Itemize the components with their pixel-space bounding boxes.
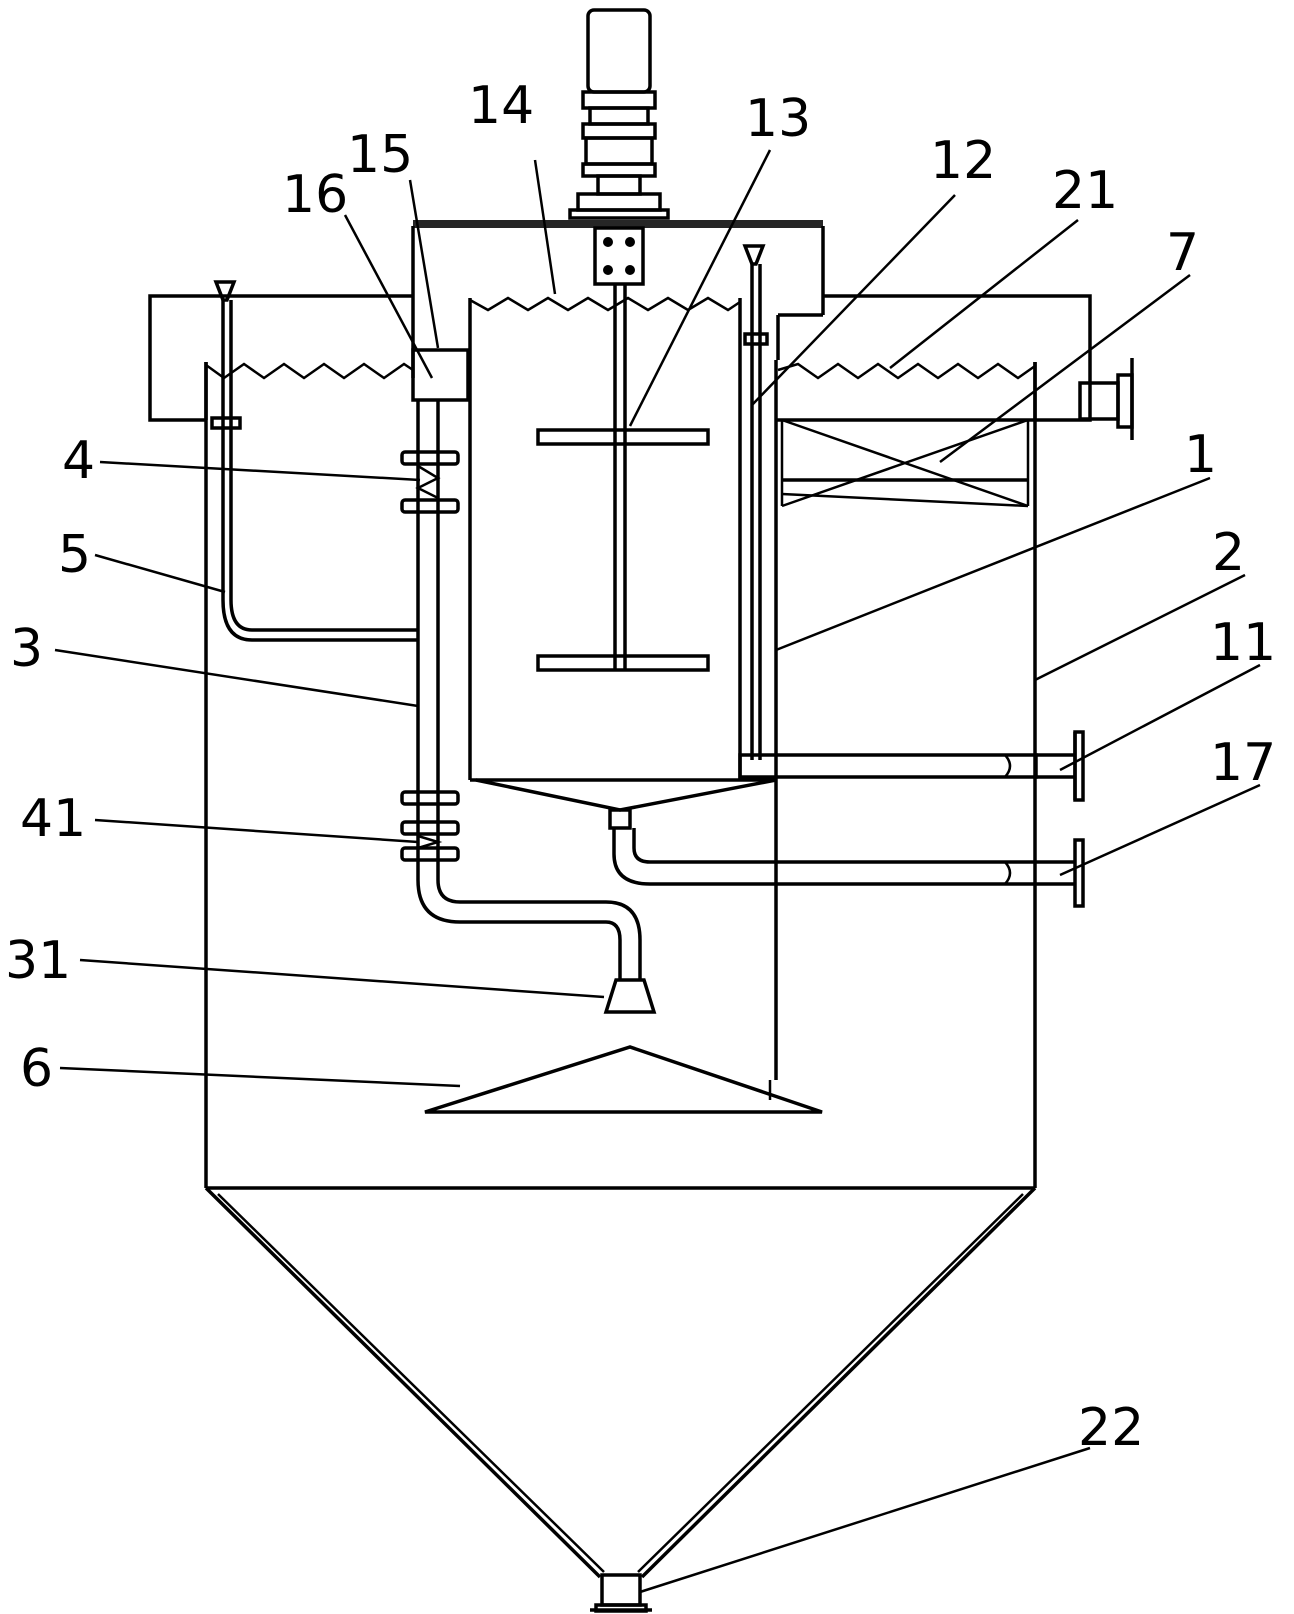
callout-5: 5 — [58, 525, 91, 585]
callout-4: 4 — [62, 431, 95, 491]
callout-16: 16 — [282, 165, 348, 225]
callout-14: 14 — [468, 76, 534, 136]
agitator — [536, 284, 710, 672]
dosing-pipe-right — [742, 244, 769, 760]
callout-3: 3 — [10, 619, 43, 679]
settling-zone — [774, 360, 1035, 1080]
inner-cylinder — [468, 296, 777, 812]
outlet-pipe-17 — [608, 808, 1085, 908]
callout-12: 12 — [930, 131, 996, 191]
outer-weir — [205, 362, 1036, 380]
dosing-pipe-left — [210, 280, 418, 642]
leader-lines — [54, 149, 1261, 1594]
callout-41: 41 — [20, 789, 86, 849]
callout-22: 22 — [1078, 1398, 1144, 1458]
callout-7: 7 — [1166, 223, 1199, 283]
callout-2: 2 — [1212, 523, 1245, 583]
callout-17: 17 — [1210, 733, 1276, 793]
outer-tank — [204, 362, 1037, 1613]
feed-box — [411, 348, 470, 402]
motor-assembly — [568, 8, 670, 286]
callout-31: 31 — [5, 931, 71, 991]
callouts: 14 15 16 13 12 21 7 1 2 11 17 4 5 3 41 3… — [5, 76, 1276, 1458]
callout-21: 21 — [1052, 161, 1118, 221]
callout-6: 6 — [20, 1039, 53, 1099]
cone-baffle — [424, 1045, 823, 1114]
callout-15: 15 — [347, 125, 413, 185]
callout-11: 11 — [1210, 613, 1276, 673]
callout-1: 1 — [1184, 425, 1217, 485]
outlet-pipe-11 — [738, 730, 1085, 802]
callout-13: 13 — [745, 89, 811, 149]
